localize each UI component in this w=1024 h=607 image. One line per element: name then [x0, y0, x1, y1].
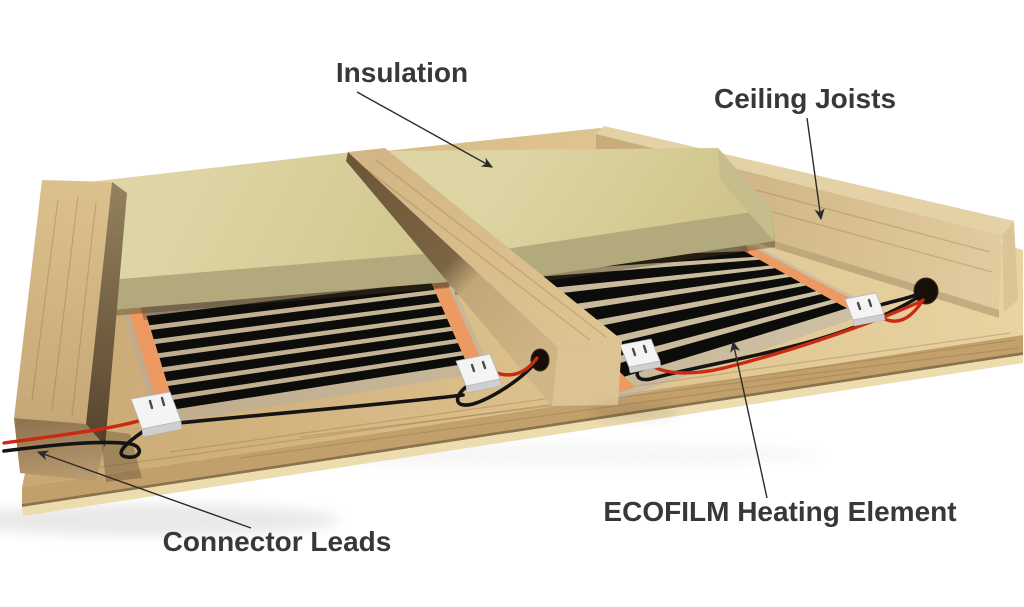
wire-black-left-exit [2, 425, 152, 459]
wood-grain [239, 371, 861, 459]
left-heating-film-copper-bus-right [428, 273, 486, 372]
right-heating-film-stripe [525, 259, 770, 290]
connector-body [130, 391, 182, 430]
connector-body [844, 292, 885, 321]
left-heating-film-stripe [163, 330, 457, 382]
left-heating-film-stripe [155, 306, 446, 354]
connector-slot [160, 396, 166, 407]
right-heating-film-stripe [612, 302, 847, 377]
deck-front-face [22, 335, 1023, 504]
left-heating-film-stripe [150, 294, 440, 340]
insulation-panel-left [88, 152, 449, 317]
connector-slot [642, 344, 648, 354]
far-joist-end-face [1002, 221, 1018, 312]
deck-board-gap [22, 352, 1023, 507]
connector-slot [148, 399, 154, 410]
insulation-left-front-face [97, 252, 449, 311]
left-heating-film-stripe [168, 343, 462, 396]
insulation-left-shadow [99, 282, 449, 317]
wire-black-apron [176, 393, 465, 425]
connector-right-film-left [619, 338, 662, 374]
middle-joist-ground-shadow [590, 405, 680, 419]
wire-hole-far-joist [913, 277, 939, 305]
right-heating-film-copper-bus-right [736, 246, 871, 314]
connector-slot [867, 298, 873, 308]
right-heating-film-stripe [560, 276, 801, 325]
wood-grain [79, 339, 1016, 471]
connector-left-film-left [130, 391, 183, 438]
leader-line-insulation [356, 91, 494, 168]
connector-right-film-right [844, 292, 886, 327]
wood-grain [71, 201, 97, 417]
left-heating-film-stripe [172, 355, 467, 410]
wire-black-to-middle-hole [455, 360, 538, 407]
label-connector-leads: Connector Leads [163, 526, 392, 557]
right-heating-film-stripe [577, 285, 817, 342]
label-insulation: Insulation [336, 57, 468, 88]
middle-joist-top-face [348, 148, 622, 347]
left-heating-film-stripe [159, 318, 451, 368]
wood-grain [31, 199, 59, 401]
left-joist-top-face [14, 180, 112, 424]
middle-joist-end-face [552, 340, 622, 406]
connector-body [455, 353, 501, 387]
ceiling-board-edge [22, 355, 1023, 516]
wood-grain [361, 165, 591, 341]
insulation-left-top-face [88, 152, 447, 281]
connector-body [619, 338, 661, 368]
label-ceiling-joists: Ceiling Joists [714, 83, 896, 114]
connector-slot [470, 363, 476, 373]
middle-ceiling-joist [346, 148, 680, 419]
right-heating-film-stripe [595, 294, 832, 360]
wood-grain [51, 195, 79, 411]
connector-slot [481, 360, 487, 370]
connectors [130, 292, 886, 438]
wood-grain [375, 159, 607, 338]
wire-red-to-middle-hole [492, 356, 539, 377]
wood-grain [299, 347, 1019, 438]
leader-line-ceiling-joists [806, 117, 825, 221]
connector-slot [856, 301, 862, 311]
middle-joist-side-face [346, 152, 558, 406]
ground-shadow-left [0, 504, 340, 536]
leader-line-ecofilm [730, 340, 768, 499]
label-ecofilm: ECOFILM Heating Element [603, 496, 956, 527]
left-joist-inner-face [86, 182, 127, 447]
heating-film-left [122, 271, 492, 426]
insulation-right-side-face [718, 148, 774, 241]
right-heating-film-stripe [542, 268, 786, 307]
wire-hole-middle-joist [530, 348, 550, 372]
connector-left-film-right [455, 353, 502, 394]
connector-slot [631, 347, 637, 357]
leader-line-connector-leads [36, 450, 252, 529]
left-heating-film-stripe [146, 281, 435, 326]
wire-black-right [878, 291, 923, 307]
